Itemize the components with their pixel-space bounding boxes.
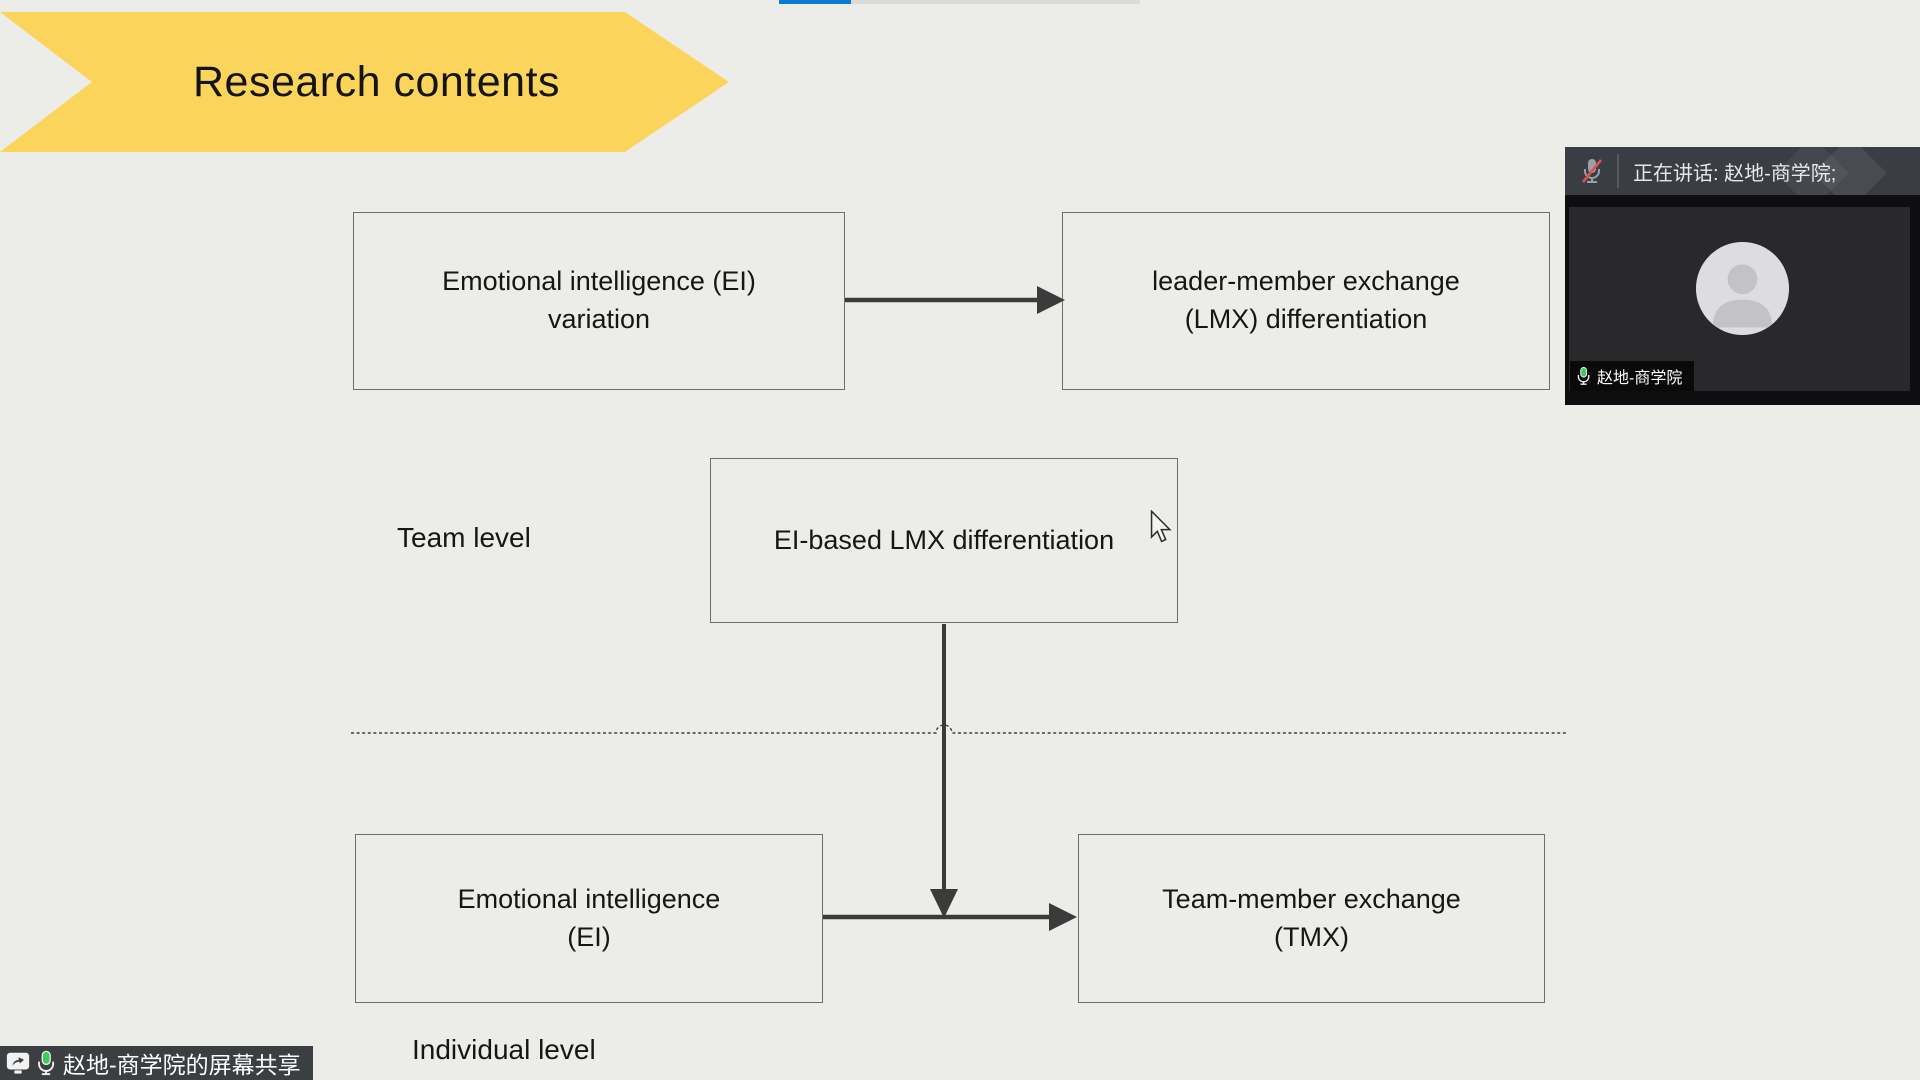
header-divider <box>1617 154 1619 188</box>
box-emotional-intelligence: Emotional intelligence (EI) <box>355 834 823 1003</box>
speaking-status-header: 正在讲话: 赵地-商学院; <box>1565 147 1920 197</box>
box-lmx-differentiation-line1: leader-member exchange <box>1152 266 1460 297</box>
box-team-member-exchange-line1: Team-member exchange <box>1162 883 1461 914</box>
top-tab-indicator-blue <box>779 0 851 4</box>
arrow-ei-to-tmx-head <box>1049 903 1077 931</box>
video-tile: 赵地-商学院 <box>1569 207 1910 391</box>
arrow-ei-to-lmx-head <box>1037 286 1065 314</box>
screen-share-status-bar: 赵地-商学院的屏幕共享 <box>0 1046 313 1080</box>
slide-title: Research contents <box>192 57 561 106</box>
box-team-member-exchange-line2: (TMX) <box>1274 921 1349 952</box>
participant-name: 赵地-商学院 <box>1597 370 1683 387</box>
participant-video-area[interactable]: 赵地-商学院 <box>1565 197 1920 403</box>
box-ei-variation-line1: Emotional intelligence (EI) <box>442 266 756 297</box>
participant-video-panel[interactable]: 正在讲话: 赵地-商学院; <box>1565 147 1920 405</box>
top-tab-indicator-track <box>851 0 1140 4</box>
box-lmx-differentiation-line2: (LMX) differentiation <box>1184 304 1428 334</box>
box-ei-based-lmx-line1: EI-based LMX differentiation <box>773 524 1115 555</box>
box-lmx-differentiation: leader-member exchange (LMX) differentia… <box>1062 212 1550 390</box>
avatar-placeholder-icon <box>1696 242 1789 335</box>
muted-mic-icon <box>1581 159 1603 183</box>
active-mic-icon <box>1577 367 1590 385</box>
level-divider-dashed-line <box>351 724 1567 734</box>
participant-name-tag: 赵地-商学院 <box>1570 361 1695 391</box>
box-emotional-intelligence-line1: Emotional intelligence <box>457 883 721 914</box>
mouse-cursor-icon <box>1150 510 1172 543</box>
active-mic-icon <box>38 1050 55 1076</box>
meeting-watermark-logo-icon <box>1772 147 1892 195</box>
individual-level-label: Individual level <box>412 1034 596 1065</box>
box-team-member-exchange: Team-member exchange (TMX) <box>1078 834 1545 1003</box>
team-level-label: Team level <box>397 522 531 553</box>
slide-title-banner: Research contents <box>0 12 729 152</box>
screen-share-label: 赵地-商学院的屏幕共享 <box>63 1052 301 1078</box>
box-emotional-intelligence-line2: (EI) <box>567 921 611 952</box>
speaking-status-text: 正在讲话: 赵地-商学院; <box>1633 162 1837 185</box>
box-ei-variation: Emotional intelligence (EI) variation <box>353 212 845 390</box>
screen-share-icon <box>6 1052 30 1074</box>
box-ei-variation-line2: variation <box>547 304 651 334</box>
arrow-lmx-down-head <box>930 889 958 918</box>
box-ei-based-lmx-differentiation: EI-based LMX differentiation <box>710 458 1178 623</box>
